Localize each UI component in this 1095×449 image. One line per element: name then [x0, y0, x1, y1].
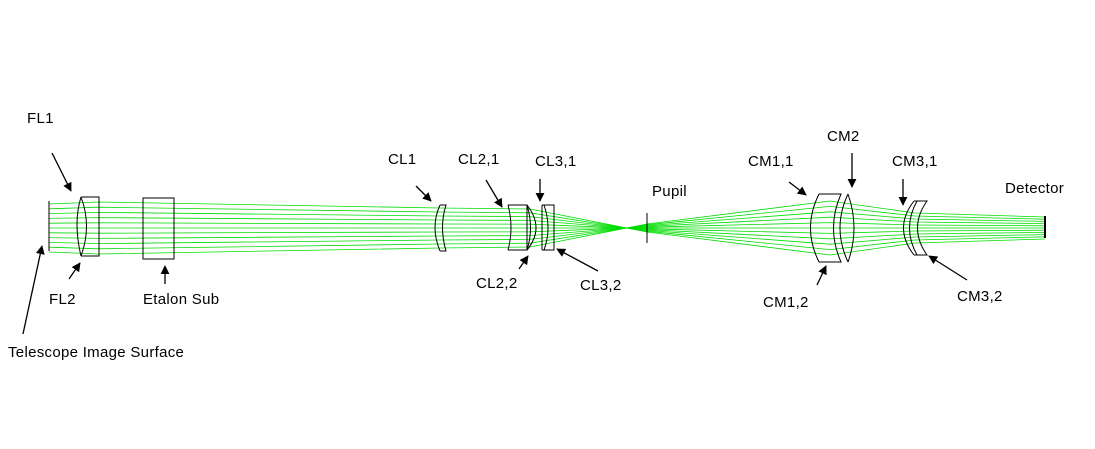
label-cm1-1: CM1,1 [748, 153, 794, 170]
arrow-fl2 [68, 262, 81, 280]
arrow-cl2-2 [518, 255, 529, 270]
label-cl2-1: CL2,1 [458, 151, 500, 168]
ray-line [48, 222, 1046, 234]
label-cl3-1: CL3,1 [535, 153, 577, 170]
cm2-lens [839, 193, 855, 263]
cl1-lens [434, 204, 447, 252]
ray-line [48, 217, 1046, 240]
ray-line [48, 211, 1046, 245]
ray-line [48, 205, 1046, 250]
label-cm3-2: CM3,2 [957, 288, 1003, 305]
ray-line [48, 206, 1046, 251]
ray-line [48, 222, 1046, 234]
arrow-telescope-image-surface [22, 245, 45, 335]
fl-lens [76, 196, 100, 257]
label-fl1: FL1 [27, 110, 54, 127]
label-detector: Detector [1005, 180, 1065, 197]
arrow-cm1-1 [788, 181, 807, 196]
arrow-cl2-1 [485, 179, 503, 208]
label-cm1-2: CM1,2 [763, 294, 809, 311]
label-cm2: CM2 [827, 128, 860, 145]
label-cl2-2: CL2,2 [476, 275, 518, 292]
label-cl1: CL1 [388, 151, 417, 168]
ray-line [48, 200, 1046, 255]
label-cl3-2: CL3,2 [580, 277, 622, 294]
cl3-lens [526, 204, 555, 251]
label-etalon-sub: Etalon Sub [143, 291, 220, 308]
label-pupil: Pupil [652, 183, 687, 200]
ray-bundle [48, 200, 1046, 256]
label-cm3-1: CM3,1 [892, 153, 938, 170]
label-telescope-image-surface: Telescope Image Surface [8, 344, 185, 361]
arrow-cl3-2 [556, 248, 599, 272]
cl2-lens [507, 204, 531, 251]
etalon-sub [142, 197, 175, 260]
cm1-lens [810, 193, 842, 263]
arrow-fl1 [51, 152, 72, 192]
arrow-cm1-2 [816, 265, 827, 286]
label-fl2: FL2 [49, 291, 76, 308]
cm3-lens [903, 200, 928, 256]
arrow-cm3-2 [928, 255, 968, 281]
ray-line [48, 211, 1046, 245]
arrow-cl1 [415, 185, 432, 202]
ray-line [48, 216, 1046, 239]
ray-line [48, 201, 1046, 256]
